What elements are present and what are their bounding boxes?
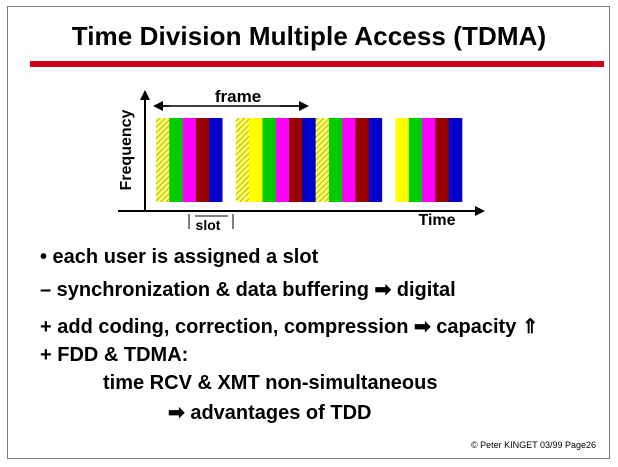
- y-axis-label: Frequency: [118, 109, 135, 190]
- time-slot: [275, 118, 290, 202]
- bullet-3: + add coding, correction, compression ➡ …: [40, 316, 539, 338]
- time-slot: [395, 118, 410, 202]
- time-slot: [302, 118, 316, 202]
- time-slot: [315, 118, 330, 202]
- time-slot: [382, 118, 396, 202]
- bullet-2: – synchronization & data buffering ➡ dig…: [40, 279, 456, 301]
- time-slot: [182, 118, 197, 202]
- time-slot: [262, 118, 277, 202]
- time-slot: [195, 118, 210, 202]
- time-slot: [156, 118, 170, 202]
- slot-label: slot: [196, 217, 221, 233]
- time-slot: [169, 118, 183, 202]
- bullet-4: + FDD & TDMA:: [40, 344, 189, 366]
- bullet-1: • each user is assigned a slot: [40, 246, 319, 268]
- time-slot: [249, 118, 263, 202]
- copyright-footer: © Peter KINGET 03/99 Page26: [470, 440, 596, 450]
- x-axis-label: Time: [418, 212, 455, 229]
- time-slot: [368, 118, 383, 202]
- time-slot: [209, 118, 223, 202]
- time-slot: [355, 118, 370, 202]
- slide-title: Time Division Multiple Access (TDMA): [71, 21, 547, 51]
- time-slot: [408, 118, 423, 202]
- bullet-4-sub-2: ➡ advantages of TDD: [168, 402, 372, 424]
- time-slot: [422, 118, 436, 202]
- time-slot: [235, 118, 250, 202]
- title-underline: [30, 61, 604, 67]
- time-slot: [448, 118, 463, 202]
- time-slot: [222, 118, 237, 202]
- slide-frame: [7, 6, 610, 459]
- time-slot: [289, 118, 303, 202]
- time-slot: [435, 118, 449, 202]
- time-slot: [328, 118, 343, 202]
- frame-label: frame: [215, 87, 261, 106]
- time-slot: [342, 118, 356, 202]
- slot-group: [156, 118, 463, 202]
- bullet-4-sub-1: time RCV & XMT non-simultaneous: [103, 372, 438, 394]
